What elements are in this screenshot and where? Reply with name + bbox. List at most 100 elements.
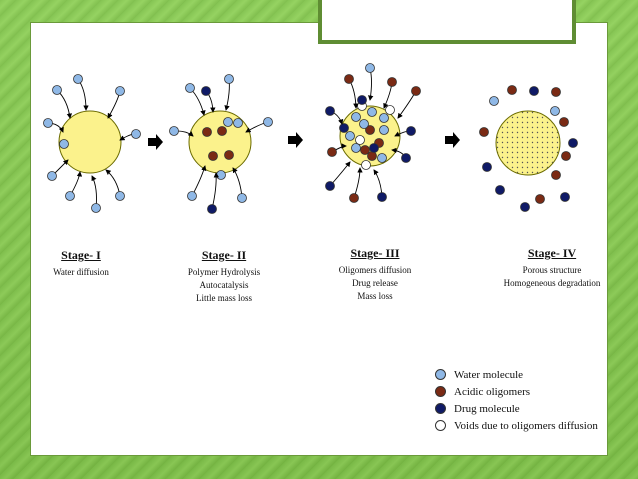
acid-molecule — [387, 77, 397, 87]
legend-label: Drug molecule — [454, 402, 520, 415]
acid-molecule — [349, 193, 359, 203]
porous-sphere — [495, 110, 561, 176]
legend-item-water: Water molecule — [435, 366, 598, 383]
stage-2-line-1: Polymer Hydrolysis — [187, 267, 261, 277]
void-molecule — [355, 135, 365, 145]
polymer-sphere — [58, 110, 122, 174]
stage-1-line-1: Water diffusion — [53, 267, 109, 277]
water-molecule — [263, 117, 273, 127]
stage-2-sphere-group — [169, 74, 273, 214]
legend-label: Voids due to oligomers diffusion — [454, 419, 598, 432]
stage-1-title: Stage- I — [61, 248, 101, 262]
water-molecule — [367, 107, 377, 117]
stage-1-caption: Stage- I Water diffusion — [40, 248, 122, 279]
water-molecule — [379, 125, 389, 135]
drug-molecule — [325, 106, 335, 116]
water-molecule — [47, 171, 57, 181]
water-molecule — [216, 170, 226, 180]
stage-3-caption: Stage- III Oligomers diffusion Drug rele… — [325, 246, 425, 303]
diffusion-arrow — [211, 172, 219, 210]
water-molecule — [65, 191, 75, 201]
drug-molecule — [339, 123, 349, 133]
acid-molecule — [365, 125, 375, 135]
water-molecule — [187, 191, 197, 201]
block-arrow-icon — [445, 132, 460, 148]
acid-molecule — [217, 126, 227, 136]
water-molecule — [223, 117, 233, 127]
acid-molecule — [551, 87, 561, 97]
acid-molecule — [411, 86, 421, 96]
drug-molecule — [369, 143, 379, 153]
acid-molecule — [479, 127, 489, 137]
drug-molecule — [325, 181, 335, 191]
stage-3-line-1: Oligomers diffusion — [338, 265, 412, 275]
legend: Water molecule Acidic oligomers Drug mol… — [435, 366, 598, 434]
legend-item-acid: Acidic oligomers — [435, 383, 598, 400]
drug-molecule — [568, 138, 578, 148]
drug-molecule — [406, 126, 416, 136]
drug-molecule-icon — [435, 403, 446, 414]
stage-4-title: Stage- IV — [527, 246, 577, 260]
water-molecule — [365, 63, 375, 73]
stage-2-line-2: Autocatalysis — [199, 280, 249, 290]
drug-molecule — [377, 192, 387, 202]
water-molecule — [237, 193, 247, 203]
drug-molecule — [401, 153, 411, 163]
legend-item-void: Voids due to oligomers diffusion — [435, 417, 598, 434]
acid-molecule — [202, 127, 212, 137]
water-molecule — [377, 153, 387, 163]
water-molecule — [59, 139, 69, 149]
stage-1-sphere-group — [43, 74, 141, 213]
drug-molecule — [520, 202, 530, 212]
acid-molecule — [559, 117, 569, 127]
water-molecule — [489, 96, 499, 106]
water-molecule — [52, 85, 62, 95]
legend-label: Acidic oligomers — [454, 385, 531, 398]
diffusion-arrow — [191, 165, 207, 197]
legend-item-drug: Drug molecule — [435, 400, 598, 417]
water-molecule — [351, 112, 361, 122]
stage-2-title: Stage- II — [201, 248, 247, 262]
acid-molecule — [327, 147, 337, 157]
void-icon — [435, 420, 446, 431]
drug-molecule — [495, 185, 505, 195]
drug-molecule — [207, 204, 217, 214]
stage-4-line-2: Homogeneous degradation — [503, 278, 601, 288]
drug-molecule — [201, 86, 211, 96]
stage-3-sphere-group — [325, 63, 421, 203]
stage-4-caption: Stage- IV Porous structure Homogeneous d… — [496, 246, 608, 290]
acid-molecule — [561, 151, 571, 161]
acid-molecule — [535, 194, 545, 204]
stage-2-caption: Stage- II Polymer Hydrolysis Autocatalys… — [175, 248, 273, 305]
drug-molecule — [529, 86, 539, 96]
drug-molecule — [482, 162, 492, 172]
void-molecule — [361, 160, 371, 170]
water-molecule — [91, 203, 101, 213]
water-molecule — [233, 118, 243, 128]
acid-molecule — [224, 150, 234, 160]
water-molecule — [550, 106, 560, 116]
water-molecule — [224, 74, 234, 84]
block-arrow-icon — [288, 132, 303, 148]
stage-2-line-3: Little mass loss — [196, 293, 252, 303]
stage-3-line-3: Mass loss — [357, 291, 393, 301]
water-molecule — [43, 118, 53, 128]
water-molecule — [359, 119, 369, 129]
water-molecule-icon — [435, 369, 446, 380]
water-molecule — [115, 191, 125, 201]
water-molecule — [169, 126, 179, 136]
water-molecule — [345, 131, 355, 141]
legend-label: Water molecule — [454, 368, 524, 381]
acid-molecule — [367, 151, 377, 161]
block-arrow-icon — [148, 134, 163, 150]
stage-4-sphere-group — [479, 85, 578, 212]
drug-molecule — [560, 192, 570, 202]
title-placeholder-box — [318, 0, 576, 44]
stage-3-line-2: Drug release — [352, 278, 398, 288]
water-molecule — [351, 143, 361, 153]
void-molecule — [385, 105, 395, 115]
stage-4-line-1: Porous structure — [522, 265, 582, 275]
progression-arrows — [148, 132, 460, 150]
acid-molecule — [551, 170, 561, 180]
